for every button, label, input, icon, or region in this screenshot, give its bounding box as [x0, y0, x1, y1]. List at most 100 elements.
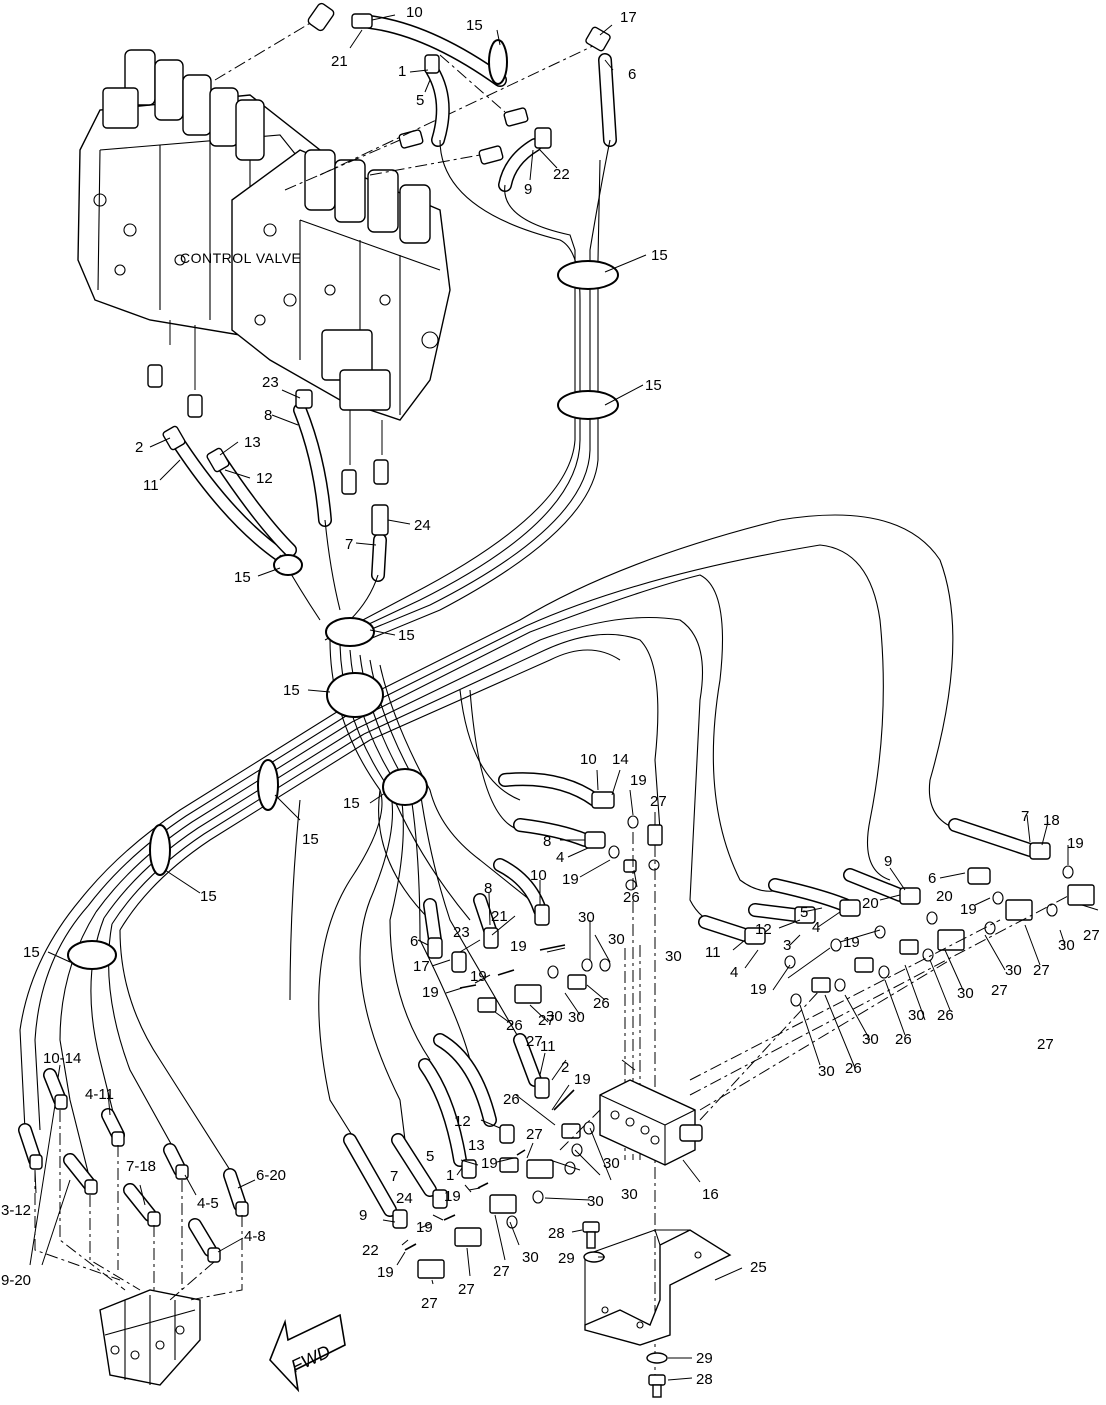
callout: 19 — [960, 901, 977, 918]
callout: 6-20 — [256, 1167, 286, 1184]
callout: 15 — [283, 682, 300, 699]
callout: 8 — [543, 833, 551, 850]
callout: 18 — [1043, 812, 1060, 829]
callout: 17 — [620, 9, 637, 26]
callout: 22 — [362, 1242, 379, 1259]
callout: 30 — [578, 909, 595, 926]
callout: 2 — [135, 439, 143, 456]
callout: 19 — [377, 1264, 394, 1281]
callout: 27 — [991, 982, 1008, 999]
callout: 3 — [783, 937, 791, 954]
bolts-and-washers — [582, 1221, 668, 1398]
callout: 30 — [1058, 937, 1075, 954]
callout: 9 — [524, 181, 532, 198]
callout: 28 — [548, 1225, 565, 1242]
callout: 6 — [410, 933, 418, 950]
callout: 15 — [645, 377, 662, 394]
callout: 29 — [558, 1250, 575, 1267]
leader-lines — [29, 14, 1099, 1381]
control-valve-assembly: CONTROL VALVE — [77, 2, 596, 495]
callout: 15 — [466, 17, 483, 34]
callout: 6 — [628, 66, 636, 83]
callout: 7-18 — [126, 1158, 156, 1175]
callout: 11 — [143, 477, 159, 494]
manifold-block — [599, 1079, 703, 1166]
callout: 19 — [444, 1188, 461, 1205]
callout: 15 — [234, 569, 251, 586]
callout: 6 — [928, 870, 936, 887]
callout: 26 — [503, 1091, 520, 1108]
callout: 19 — [843, 934, 860, 951]
callout: 19 — [630, 772, 647, 789]
callout: 23 — [453, 924, 470, 941]
mounting-bracket — [584, 1229, 732, 1346]
callout: 19 — [481, 1155, 498, 1172]
callout: 30 — [522, 1249, 539, 1266]
callout: 2 — [561, 1059, 569, 1076]
callout: 21 — [331, 53, 348, 70]
callout: 15 — [343, 795, 360, 812]
callout: 19 — [422, 984, 439, 1001]
callout: 8 — [264, 407, 272, 424]
callout: 10 — [530, 867, 547, 884]
callout: 12 — [755, 921, 772, 938]
callout: 26 — [593, 995, 610, 1012]
callout: 19 — [562, 871, 579, 888]
pilot-valve-assembly — [34, 1110, 243, 1386]
callout: 7 — [390, 1168, 398, 1185]
callout: 15 — [398, 627, 415, 644]
callout: 4-11 — [85, 1086, 114, 1103]
callout: 12 — [256, 470, 273, 487]
callout: 27 — [1033, 962, 1050, 979]
callout: 9 — [359, 1207, 367, 1224]
callout: 30 — [603, 1155, 620, 1172]
callout: 26 — [845, 1060, 862, 1077]
lower-hoses — [18, 772, 1037, 1257]
callout: 7 — [345, 536, 353, 553]
callout: 15 — [651, 247, 668, 264]
callout: 30 — [1005, 962, 1022, 979]
callout: 30 — [957, 985, 974, 1002]
callout: 26 — [937, 1007, 954, 1024]
callout: 30 — [665, 948, 682, 965]
hose-clamps — [67, 39, 619, 970]
callout: 30 — [862, 1031, 879, 1048]
callout: 10 — [406, 4, 423, 21]
callout: 3-12 — [1, 1202, 31, 1219]
control-valve-title: CONTROL VALVE — [180, 250, 301, 266]
callout: 26 — [895, 1031, 912, 1048]
callout: 8 — [484, 880, 492, 897]
callout: 24 — [396, 1190, 413, 1207]
callout: 27 — [538, 1012, 555, 1029]
callout: 27 — [1083, 927, 1100, 944]
callout: 13 — [468, 1137, 485, 1154]
callout-labels: 10 21 15 17 1 5 6 9 22 15 15 23 8 2 13 1… — [1, 4, 1100, 1388]
callout: 15 — [302, 831, 319, 848]
callout: 17 — [413, 958, 430, 975]
callout: 5 — [416, 92, 424, 109]
callout: 1 — [398, 63, 406, 80]
callout: 22 — [553, 166, 570, 183]
callout: 5 — [800, 904, 808, 921]
upper-hoses — [162, 13, 617, 582]
callout: 26 — [623, 889, 640, 906]
callout: 30 — [608, 931, 625, 948]
callout: 30 — [587, 1193, 604, 1210]
callout: 20 — [936, 888, 953, 905]
forward-arrow: FWD — [269, 1313, 346, 1393]
callout: 5 — [426, 1148, 434, 1165]
hose-fittings — [29, 791, 1051, 1263]
callout: 27 — [1037, 1036, 1054, 1053]
callout: 30 — [818, 1063, 835, 1080]
callout: 23 — [262, 374, 279, 391]
callout: 19 — [574, 1071, 591, 1088]
callout: 27 — [526, 1126, 543, 1143]
callout: 30 — [621, 1186, 638, 1203]
callout: 27 — [526, 1033, 543, 1050]
callout: 4 — [730, 964, 738, 981]
callout: 30 — [908, 1007, 925, 1024]
callout: 19 — [1067, 835, 1084, 852]
callout: 10-14 — [43, 1050, 81, 1067]
callout: 15 — [200, 888, 217, 905]
callout: 14 — [612, 751, 629, 768]
